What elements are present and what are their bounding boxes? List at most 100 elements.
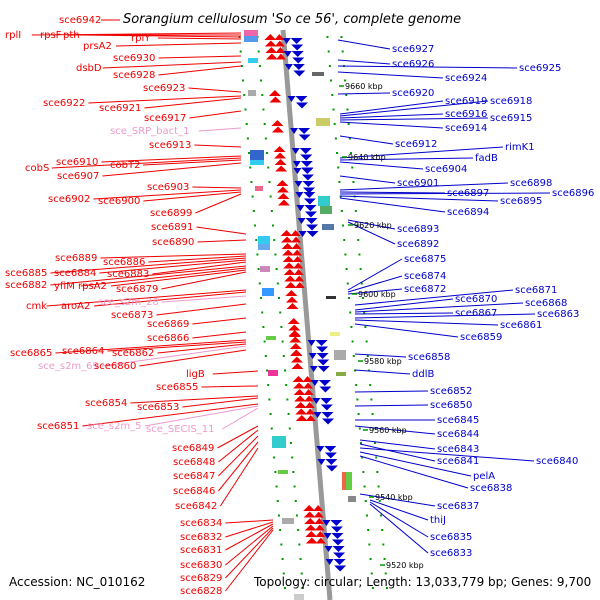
gene-label-sce6864[interactable]: sce6864 [62, 346, 104, 357]
gene-arrow[interactable] [332, 546, 345, 552]
gene-arrow[interactable] [295, 102, 308, 109]
gene-label-sce6853[interactable]: sce6853 [137, 402, 179, 413]
gene-label-sce6841[interactable]: sce6841 [437, 456, 479, 467]
gene-arrow[interactable] [288, 330, 301, 336]
gene-box[interactable] [244, 30, 258, 36]
gene-arrow[interactable] [303, 192, 316, 198]
gene-arrow[interactable] [264, 40, 277, 47]
gene-label-sce6923[interactable]: sce6923 [143, 83, 185, 94]
gene-arrow[interactable] [290, 128, 299, 134]
gene-arrow[interactable] [333, 559, 346, 565]
gene-label-rpsf[interactable]: rpsF [40, 30, 62, 41]
gene-label-sce6848[interactable]: sce6848 [173, 457, 215, 468]
gene-label-sce6830[interactable]: sce6830 [180, 560, 222, 571]
gene-arrow[interactable] [287, 96, 296, 102]
gene-arrow[interactable] [320, 398, 333, 404]
gene-label-sce6847[interactable]: sce6847 [173, 471, 215, 482]
gene-arrow[interactable] [303, 511, 316, 518]
gene-label-sce-s2m-69[interactable]: sce_s2m_69 [38, 361, 99, 372]
gene-box[interactable] [268, 370, 278, 376]
gene-arrow[interactable] [289, 336, 302, 343]
gene-arrow[interactable] [314, 518, 325, 524]
gene-arrow[interactable] [306, 231, 319, 237]
gene-arrow[interactable] [325, 559, 334, 565]
gene-label-yfim[interactable]: yfiM [54, 281, 75, 292]
gene-label-sce6907[interactable]: sce6907 [57, 171, 99, 182]
gene-label-sce6867[interactable]: sce6867 [455, 308, 497, 319]
gene-box[interactable] [330, 332, 340, 336]
gene-arrow[interactable] [330, 526, 343, 533]
gene-arrow[interactable] [316, 446, 325, 452]
gene-arrow[interactable] [294, 181, 303, 187]
gene-arrow[interactable] [293, 168, 302, 174]
gene-arrow[interactable] [282, 249, 295, 256]
gene-arrow[interactable] [297, 218, 306, 224]
gene-label-ddlb[interactable]: ddlB [412, 369, 434, 380]
gene-arrow[interactable] [324, 546, 333, 552]
gene-label-sce-srp-bact-1[interactable]: sce_SRP_bact_1 [110, 126, 189, 137]
gene-label-sce6837[interactable]: sce6837 [437, 501, 479, 512]
gene-arrow[interactable] [303, 389, 314, 395]
gene-label-sce6924[interactable]: sce6924 [445, 73, 487, 84]
gene-arrow[interactable] [292, 161, 301, 167]
gene-arrow[interactable] [334, 565, 347, 572]
gene-arrow[interactable] [290, 350, 303, 356]
gene-arrow[interactable] [271, 126, 284, 133]
gene-arrow[interactable] [304, 395, 315, 402]
gene-arrow[interactable] [305, 218, 318, 224]
gene-arrow[interactable] [293, 262, 304, 269]
gene-label-sce6930[interactable]: sce6930 [113, 53, 155, 64]
gene-arrow[interactable] [276, 186, 289, 193]
gene-label-sce6851[interactable]: sce6851 [37, 421, 79, 432]
gene-label-sce6838[interactable]: sce6838 [470, 483, 512, 494]
gene-arrow[interactable] [317, 459, 326, 465]
gene-label-aroa2[interactable]: aroA2 [61, 301, 90, 312]
gene-label-sce6886[interactable]: sce6886 [103, 257, 145, 268]
gene-label-sce6885[interactable]: sce6885 [5, 268, 47, 279]
gene-label-sce6834[interactable]: sce6834 [180, 518, 222, 529]
gene-label-sce-s2m-28[interactable]: sce_s2m_28 [98, 297, 159, 308]
gene-arrow[interactable] [323, 533, 332, 539]
gene-arrow[interactable] [273, 146, 286, 152]
gene-arrow[interactable] [300, 154, 313, 161]
gene-arrow[interactable] [314, 524, 325, 531]
gene-arrow[interactable] [304, 205, 317, 211]
gene-arrow[interactable] [291, 148, 300, 154]
gene-box[interactable] [244, 36, 258, 42]
gene-label-sce6921[interactable]: sce6921 [99, 103, 141, 114]
gene-arrow[interactable] [291, 363, 304, 369]
gene-arrow[interactable] [289, 343, 302, 349]
gene-arrow[interactable] [319, 386, 332, 393]
gene-label-sce6926[interactable]: sce6926 [392, 59, 434, 70]
gene-arrow[interactable] [286, 303, 299, 309]
gene-arrow[interactable] [313, 412, 322, 418]
gene-label-sce6903[interactable]: sce6903 [147, 182, 189, 193]
gene-arrow[interactable] [298, 231, 307, 237]
gene-label-sce6898[interactable]: sce6898 [510, 178, 552, 189]
gene-label-sce6879[interactable]: sce6879 [116, 284, 158, 295]
gene-box[interactable] [312, 72, 324, 76]
gene-label-sce6892[interactable]: sce6892 [397, 239, 439, 250]
gene-arrow[interactable] [282, 38, 291, 44]
gene-label-sce6914[interactable]: sce6914 [445, 123, 487, 134]
gene-box[interactable] [334, 350, 346, 360]
gene-arrow[interactable] [295, 192, 304, 198]
gene-label-sce6927[interactable]: sce6927 [392, 44, 434, 55]
gene-label-sce6896[interactable]: sce6896 [552, 188, 594, 199]
gene-arrow[interactable] [271, 120, 284, 126]
gene-arrow[interactable] [331, 533, 344, 539]
gene-label-sce6889[interactable]: sce6889 [55, 253, 97, 264]
gene-label-sce6910[interactable]: sce6910 [56, 157, 98, 168]
gene-label-sce6890[interactable]: sce6890 [152, 237, 194, 248]
gene-arrow[interactable] [295, 408, 308, 415]
gene-label-sce6873[interactable]: sce6873 [111, 310, 153, 321]
gene-arrow[interactable] [315, 340, 328, 346]
gene-arrow[interactable] [269, 96, 282, 103]
gene-arrow[interactable] [305, 537, 318, 544]
gene-arrow[interactable] [301, 174, 314, 181]
gene-arrow[interactable] [277, 193, 290, 199]
gene-arrow[interactable] [265, 47, 278, 53]
gene-arrow[interactable] [282, 256, 295, 262]
gene-label-sce6849[interactable]: sce6849 [172, 443, 214, 454]
gene-arrow[interactable] [303, 382, 314, 389]
